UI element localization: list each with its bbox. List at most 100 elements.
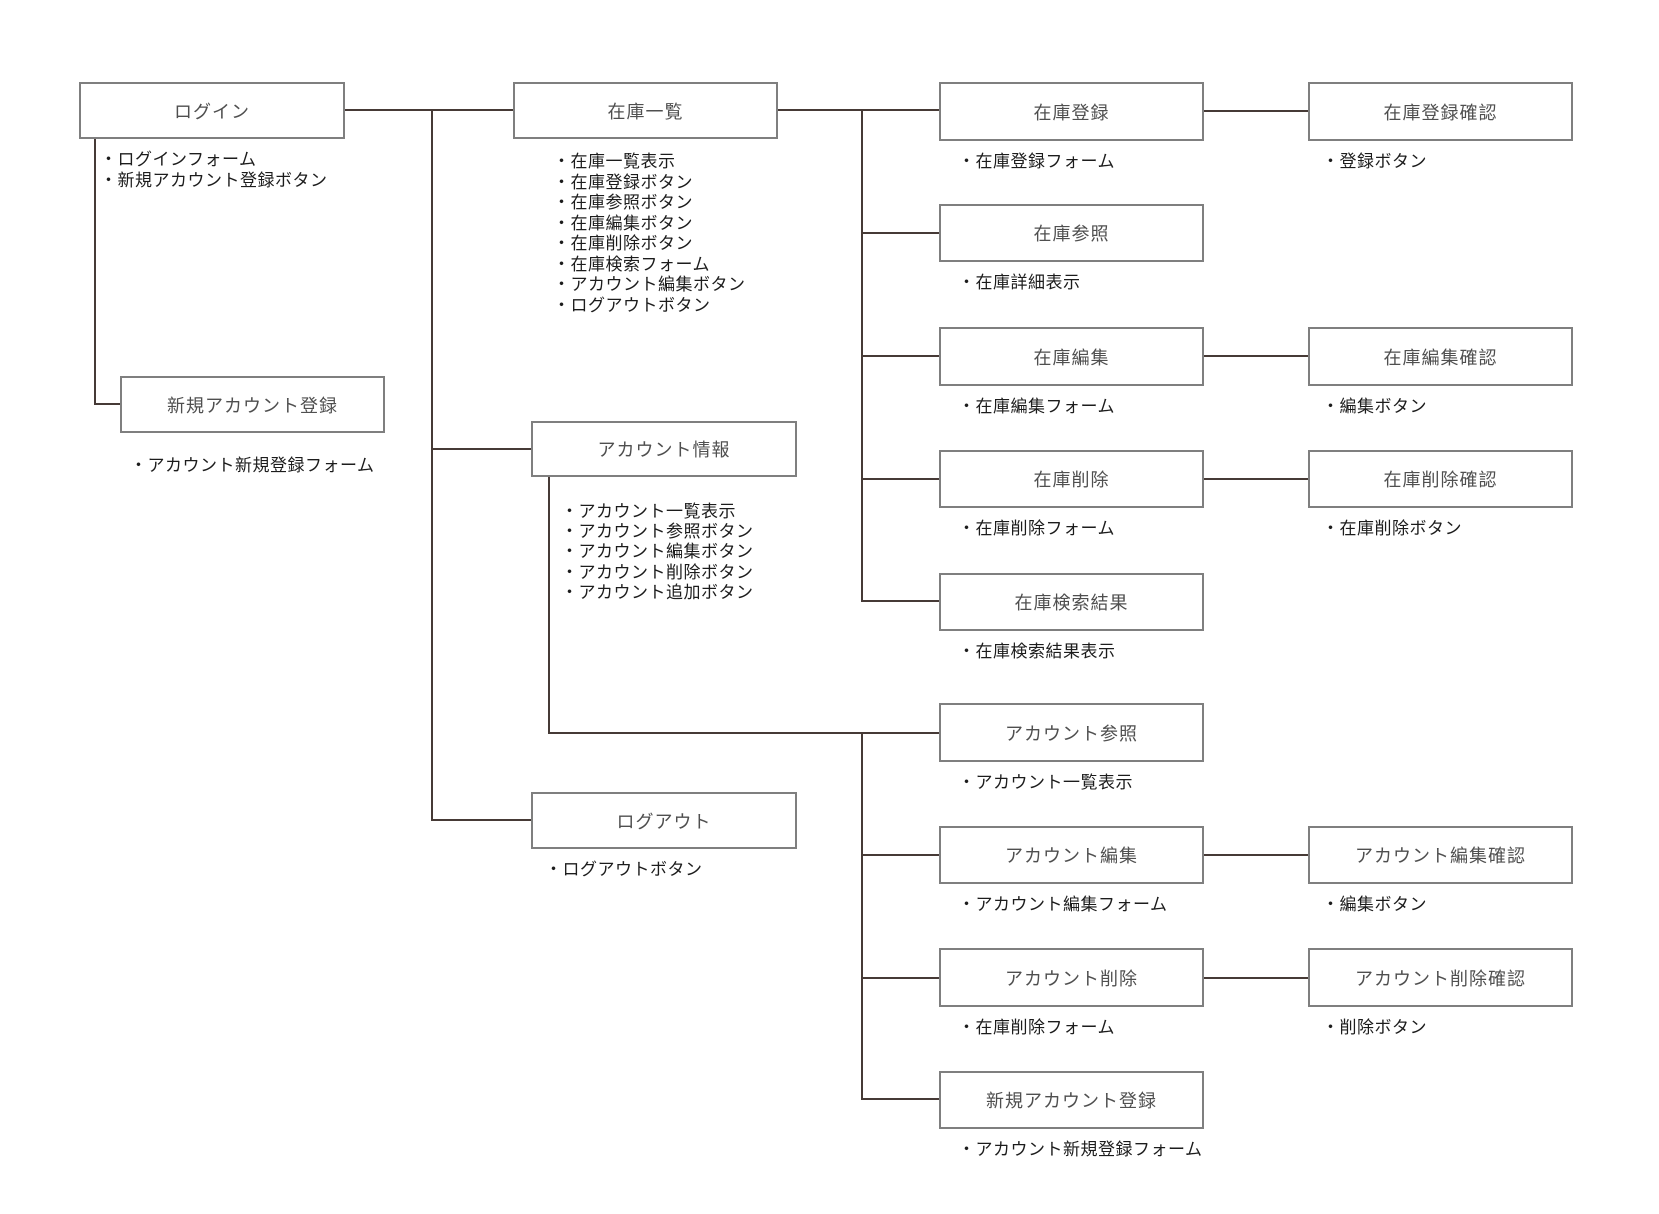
node-account-info-features: ・アカウント一覧表示 ・アカウント参照ボタン ・アカウント編集ボタン ・アカウン… (561, 502, 754, 603)
node-account-view-features: ・アカウント一覧表示 (958, 773, 1133, 794)
node-label: 在庫登録確認 (1383, 102, 1498, 123)
node-label: アカウント情報 (597, 440, 731, 460)
node-label: 在庫編集確認 (1383, 347, 1498, 368)
connector-login-to-new-account (94, 403, 120, 405)
node-account-edit-confirm: アカウント編集確認 (1308, 826, 1573, 884)
feature-item: ・削除ボタン (1322, 1018, 1427, 1037)
node-account-delete-features: ・在庫削除フォーム (958, 1018, 1115, 1039)
node-account-delete: アカウント削除 (939, 948, 1204, 1007)
node-account-delete-confirm-features: ・削除ボタン (1322, 1018, 1427, 1039)
node-label: アカウント削除 (1005, 968, 1138, 989)
node-label: アカウント編集 (1005, 846, 1138, 866)
node-inventory-view-features: ・在庫詳細表示 (958, 273, 1081, 294)
connector-account-info-to-account-view (548, 732, 939, 734)
node-account-edit-features: ・アカウント編集フォーム (958, 895, 1168, 916)
connector-account-delete-confirm (1204, 977, 1308, 979)
connector-trunk-to-inventory-delete (861, 478, 939, 480)
connector-trunk-to-account-info (431, 448, 531, 450)
feature-item: ・在庫一覧表示 (553, 152, 676, 171)
node-new-account-bottom-features: ・アカウント新規登録フォーム (958, 1140, 1203, 1161)
node-label: 在庫削除 (1033, 470, 1110, 490)
feature-item: ・アカウント新規登録フォーム (130, 456, 375, 475)
feature-item: ・ログアウトボタン (553, 295, 711, 315)
node-label: 在庫編集 (1033, 347, 1110, 368)
node-login: ログイン (79, 82, 345, 139)
feature-item: ・アカウント削除ボタン (561, 562, 754, 582)
node-label: 新規アカウント登録 (167, 395, 338, 416)
node-label: 在庫参照 (1033, 224, 1110, 244)
feature-item: ・在庫削除フォーム (958, 1018, 1115, 1037)
connector-login-to-inventory-list (345, 109, 513, 111)
feature-item: ・在庫検索フォーム (553, 254, 710, 274)
node-new-account-left-features: ・アカウント新規登録フォーム (130, 456, 375, 477)
connector-trunk-to-inventory-search-result (861, 600, 939, 602)
connector-inventory-register-confirm (1204, 110, 1308, 112)
connector-trunk-to-logout (431, 819, 531, 821)
node-inventory-view: 在庫参照 (939, 204, 1204, 262)
node-account-edit: アカウント編集 (939, 826, 1204, 884)
connector-account-edit-confirm (1204, 854, 1308, 856)
node-label: ログアウト (616, 811, 712, 832)
connector-trunk-to-inventory-view (861, 232, 939, 234)
connector-trunk-login (431, 110, 433, 821)
connector-account-info-drop (548, 477, 550, 734)
node-label: 在庫登録 (1033, 102, 1110, 123)
feature-item: ・在庫検索結果表示 (958, 642, 1116, 661)
node-inventory-search-result-features: ・在庫検索結果表示 (958, 642, 1116, 663)
node-label: アカウント編集確認 (1355, 846, 1526, 866)
node-label: 在庫検索結果 (1014, 593, 1129, 613)
node-label: 在庫削除確認 (1383, 470, 1498, 490)
node-account-delete-confirm: アカウント削除確認 (1308, 948, 1573, 1007)
feature-item: ・アカウント編集フォーム (958, 895, 1168, 914)
feature-item: ・登録ボタン (1322, 152, 1427, 171)
node-inventory-register: 在庫登録 (939, 82, 1204, 141)
feature-item: ・ログアウトボタン (545, 860, 703, 879)
node-account-edit-confirm-features: ・編集ボタン (1322, 895, 1427, 916)
node-new-account-left: 新規アカウント登録 (120, 376, 385, 433)
node-inventory-edit-features: ・在庫編集フォーム (958, 397, 1115, 418)
feature-item: ・在庫編集ボタン (553, 213, 693, 233)
feature-item: ・アカウント新規登録フォーム (958, 1140, 1203, 1159)
node-inventory-edit: 在庫編集 (939, 327, 1204, 386)
node-logout: ログアウト (531, 792, 797, 849)
feature-item: ・在庫削除フォーム (958, 519, 1115, 538)
feature-item: ・ログインフォーム (100, 150, 257, 169)
node-label: 在庫一覧 (607, 101, 684, 122)
connector-trunk-to-account-delete (861, 977, 939, 979)
connector-trunk-to-account-edit (861, 854, 939, 856)
connector-trunk-account (861, 733, 863, 1100)
connector-inventory-delete-confirm (1204, 478, 1308, 480)
feature-item: ・アカウント編集ボタン (561, 542, 754, 562)
feature-item: ・在庫登録ボタン (553, 172, 693, 192)
feature-item: ・アカウント参照ボタン (561, 522, 754, 542)
node-inventory-delete: 在庫削除 (939, 450, 1204, 508)
node-inventory-list-features: ・在庫一覧表示 ・在庫登録ボタン ・在庫参照ボタン ・在庫編集ボタン ・在庫削除… (553, 152, 746, 316)
node-inventory-list: 在庫一覧 (513, 82, 778, 139)
feature-item: ・在庫削除ボタン (1322, 519, 1462, 538)
feature-item: ・アカウント一覧表示 (958, 773, 1133, 792)
connector-trunk-to-new-account-bottom (861, 1098, 939, 1100)
feature-item: ・在庫参照ボタン (553, 193, 693, 212)
node-inventory-delete-confirm: 在庫削除確認 (1308, 450, 1573, 508)
node-inventory-edit-confirm-features: ・編集ボタン (1322, 397, 1427, 418)
feature-item: ・アカウント一覧表示 (561, 502, 736, 521)
node-inventory-search-result: 在庫検索結果 (939, 573, 1204, 631)
node-inventory-register-confirm-features: ・登録ボタン (1322, 152, 1427, 173)
feature-item: ・アカウント追加ボタン (561, 582, 754, 602)
node-account-info: アカウント情報 (531, 421, 797, 477)
connector-inventory-edit-confirm (1204, 355, 1308, 357)
node-inventory-delete-features: ・在庫削除フォーム (958, 519, 1115, 540)
feature-item: ・新規アカウント登録ボタン (100, 170, 328, 190)
connector-login-drop (94, 139, 96, 405)
node-inventory-delete-confirm-features: ・在庫削除ボタン (1322, 519, 1462, 540)
connector-inventory-list-to-register (778, 109, 939, 111)
node-label: ログイン (174, 101, 250, 122)
node-login-features: ・ログインフォーム ・新規アカウント登録ボタン (100, 150, 328, 191)
feature-item: ・在庫詳細表示 (958, 273, 1081, 292)
node-label: アカウント削除確認 (1355, 968, 1526, 989)
node-label: 新規アカウント登録 (986, 1091, 1157, 1111)
connector-trunk-to-inventory-edit (861, 355, 939, 357)
node-label: アカウント参照 (1005, 723, 1138, 744)
node-logout-features: ・ログアウトボタン (545, 860, 703, 881)
